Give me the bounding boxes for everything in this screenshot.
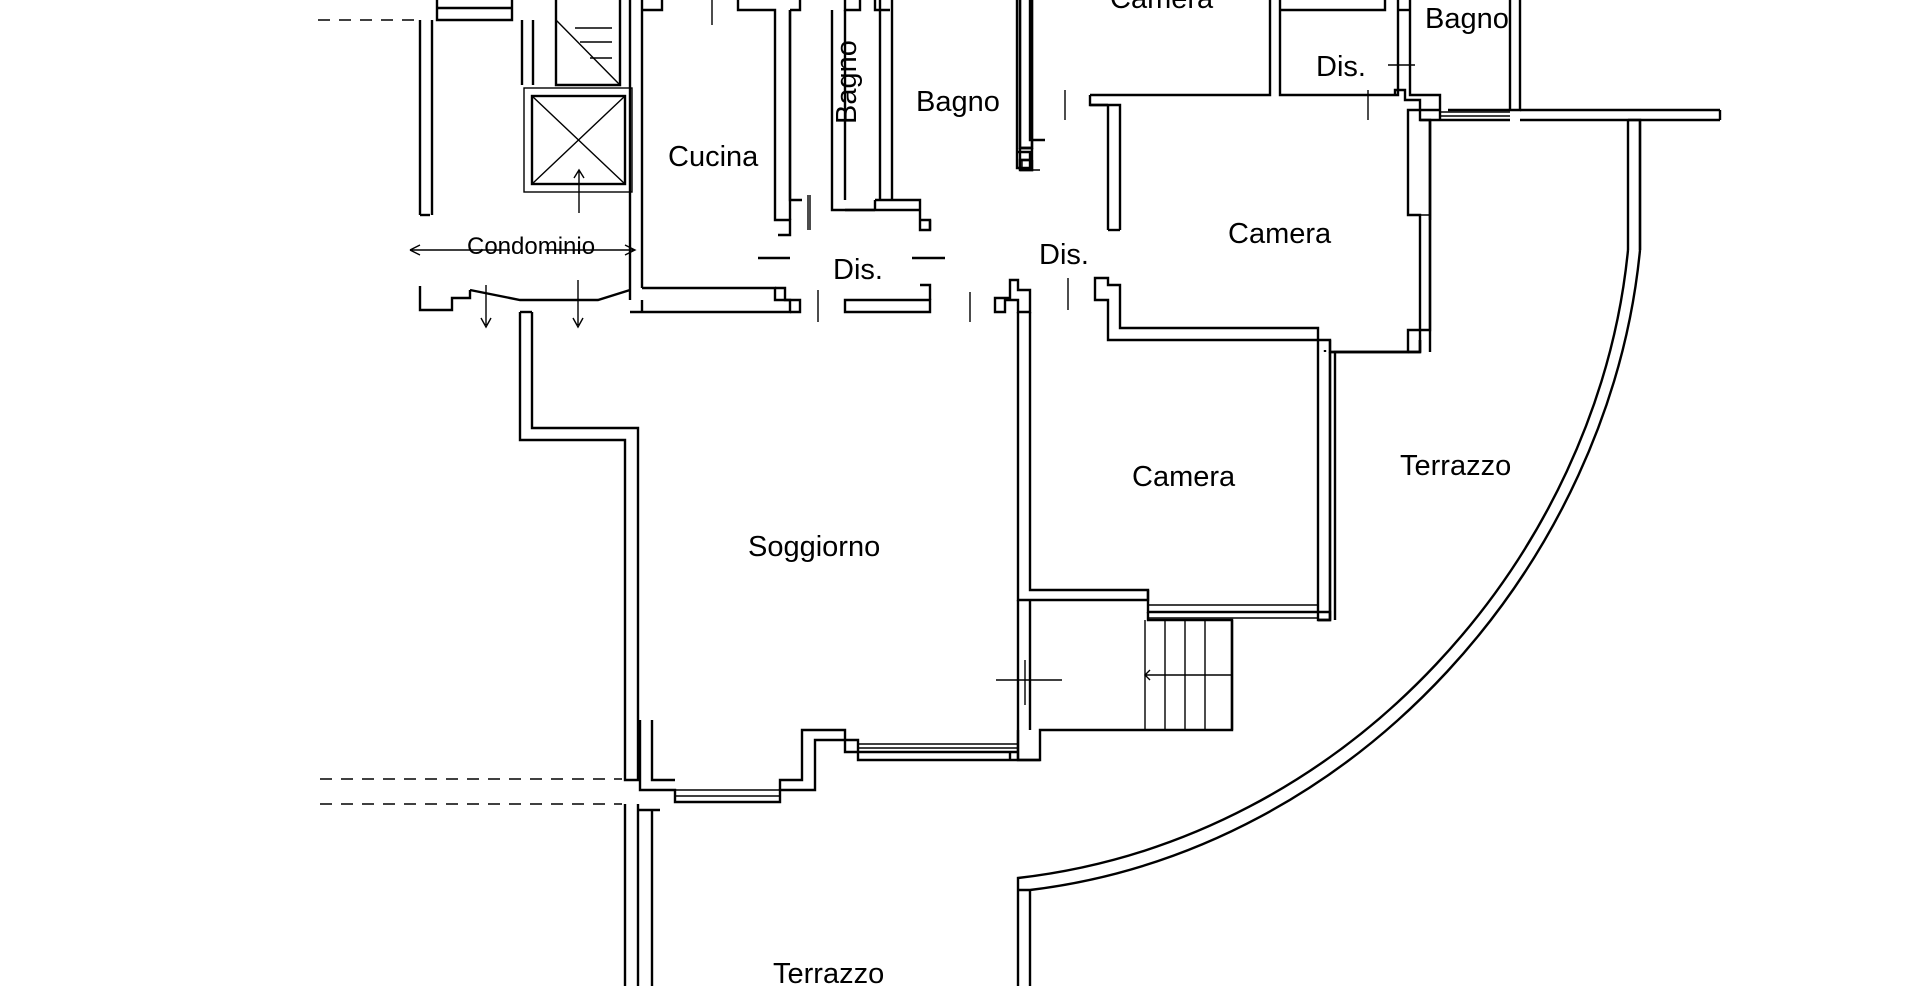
stair-lift-core [409, 0, 637, 329]
room-label-soggiorno: Soggiorno [748, 531, 880, 563]
corridor [758, 0, 1069, 322]
bedroom-cluster [1015, 0, 1720, 354]
camera-middle-block [996, 312, 1422, 762]
room-label-cucina: Cucina [668, 141, 759, 173]
room-label-bagno-center: Bagno [916, 86, 1000, 118]
neighbour-boundaries [318, 19, 622, 805]
room-label-dis-center: Dis. [833, 254, 883, 286]
kitchen-bath-block [628, 0, 932, 314]
room-label-camera-top: Camera [1110, 0, 1214, 15]
room-label-camera-right: Camera [1228, 218, 1332, 250]
room-label-dis-right: Dis. [1039, 239, 1089, 271]
room-label-bagno-vertical: Bagno [831, 40, 863, 124]
right-terrace [1016, 110, 1722, 986]
room-label-condominio: Condominio [467, 233, 595, 260]
room-label-terrazzo-right: Terrazzo [1400, 450, 1511, 482]
room-label-camera-middle: Camera [1132, 461, 1236, 493]
bottom-terrace [623, 804, 660, 986]
room-label-terrazzo-bottom: Terrazzo [773, 958, 884, 986]
room-label-dis-top-right: Dis. [1316, 51, 1366, 83]
living-room-walls [518, 310, 1040, 804]
room-label-bagno-top-right: Bagno [1425, 3, 1509, 35]
